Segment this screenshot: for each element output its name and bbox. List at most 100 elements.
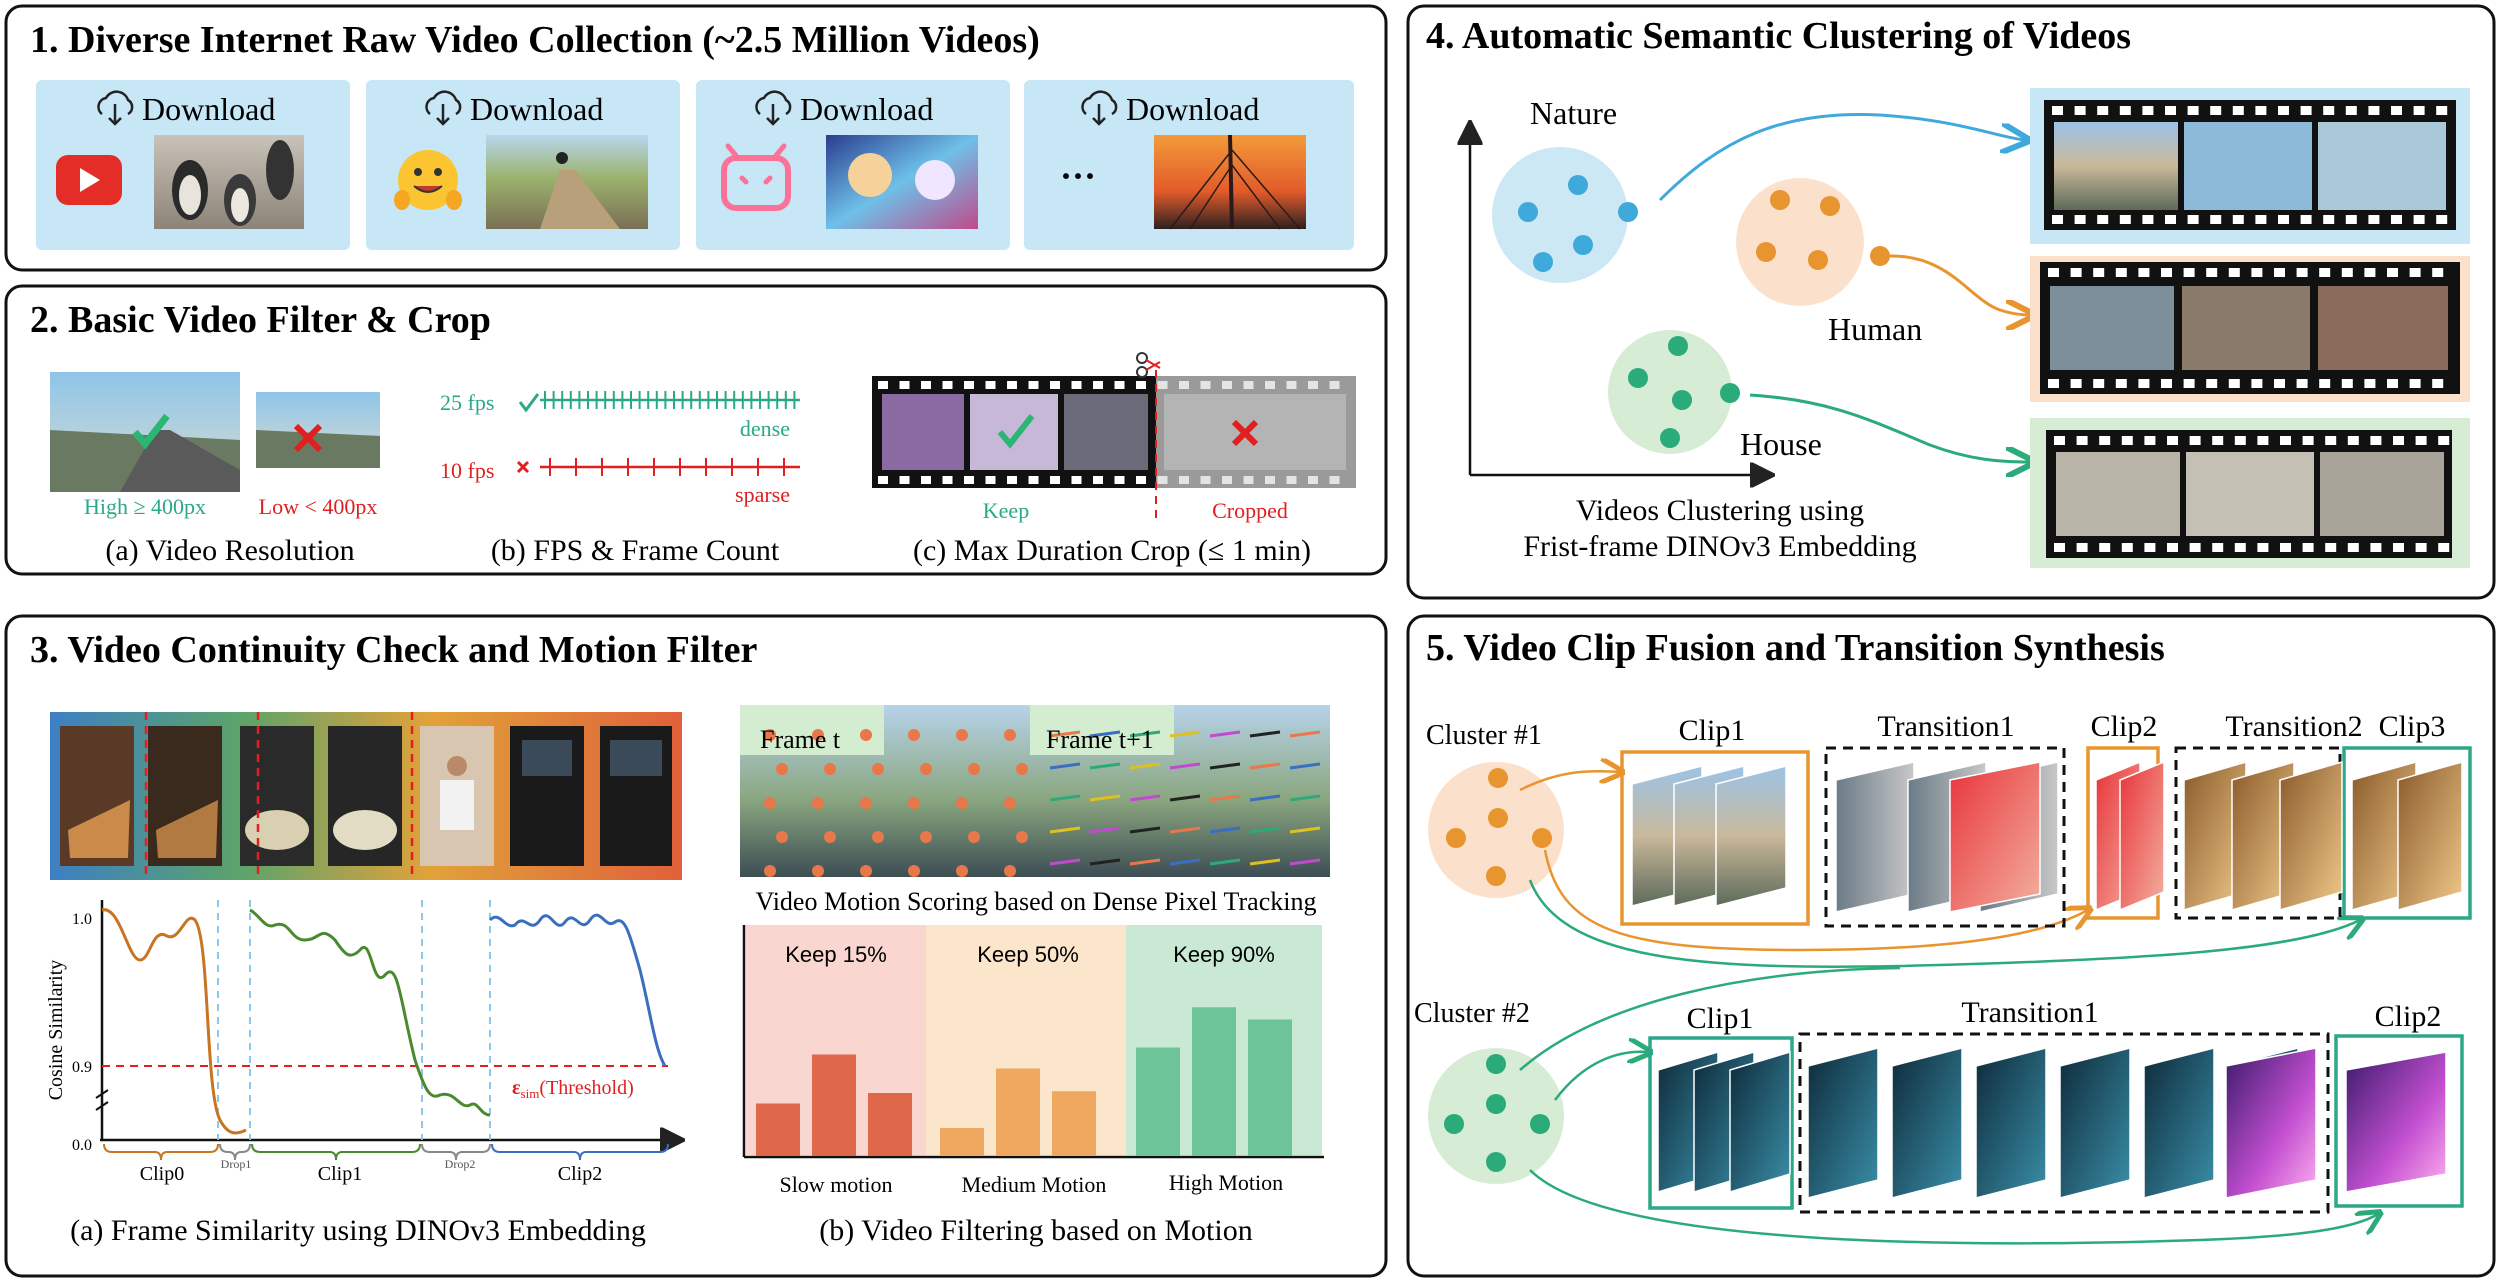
download-icon bbox=[755, 90, 792, 126]
panel-3-continuity-motion: 3. Video Continuity Check and Motion Fil… bbox=[4, 614, 1388, 1278]
video-frame bbox=[1807, 1047, 1879, 1199]
tracking-point bbox=[824, 763, 836, 775]
film-hole bbox=[2345, 215, 2357, 224]
film-hole bbox=[1136, 476, 1146, 484]
film-hole bbox=[2070, 268, 2082, 277]
download-icon bbox=[1081, 90, 1118, 126]
film-hole bbox=[921, 381, 931, 389]
tracking-point bbox=[956, 729, 968, 741]
ellipsis-text: ··· bbox=[1060, 156, 1096, 196]
motion-bar bbox=[1052, 1091, 1096, 1156]
source-card-huggingface: Download bbox=[366, 80, 680, 250]
film-hole bbox=[2115, 268, 2127, 277]
film-hole bbox=[2093, 268, 2105, 277]
film-hole bbox=[2234, 436, 2246, 445]
scissors-icon bbox=[1136, 352, 1161, 378]
clip2-curve bbox=[488, 913, 667, 1067]
panel-5-title: 5. Video Clip Fusion and Transition Synt… bbox=[1426, 627, 2165, 669]
film-hole bbox=[2409, 379, 2421, 388]
film-hole bbox=[2076, 436, 2088, 445]
human-label: Human bbox=[1828, 311, 1922, 347]
motion-bar bbox=[1192, 1007, 1236, 1156]
motion-vector bbox=[1169, 826, 1201, 834]
film-hole bbox=[942, 476, 953, 484]
c1-transition1-box bbox=[1824, 746, 2066, 928]
film-hole bbox=[2165, 215, 2176, 224]
film-hole bbox=[2409, 268, 2421, 277]
motion-vector bbox=[1289, 858, 1321, 866]
film-hole bbox=[2138, 268, 2150, 277]
nature-label: Nature bbox=[1530, 95, 1617, 131]
film-hole bbox=[2228, 379, 2240, 388]
film-hole bbox=[2296, 379, 2308, 388]
drop1-label: Drop1 bbox=[221, 1157, 252, 1171]
human-points bbox=[1756, 190, 1890, 270]
film-hole bbox=[2210, 106, 2222, 115]
film-hole bbox=[1179, 381, 1189, 389]
film-hole bbox=[2099, 543, 2111, 552]
tracking-point bbox=[860, 797, 872, 809]
cluster-2-points bbox=[1444, 1054, 1550, 1172]
c1-transition1-label: Transition1 bbox=[1877, 710, 2014, 743]
c1-transition2-box bbox=[2174, 746, 2342, 920]
film-hole bbox=[2274, 268, 2285, 277]
motion-vector bbox=[1289, 794, 1321, 802]
film-hole bbox=[2210, 215, 2222, 224]
motion-vector bbox=[1089, 762, 1121, 770]
panel-1-title: 1. Diverse Internet Raw Video Collection… bbox=[30, 19, 1040, 61]
clip1-curve bbox=[249, 908, 491, 1117]
film-hole bbox=[2138, 379, 2150, 388]
film-hole bbox=[2054, 543, 2065, 552]
film-hole bbox=[2280, 543, 2291, 552]
motion-vector bbox=[1169, 762, 1201, 770]
film-hole bbox=[1265, 476, 1275, 484]
fps-25-label: 25 fps bbox=[440, 390, 494, 415]
nature-points bbox=[1518, 175, 1638, 272]
download-label: Download bbox=[1126, 91, 1259, 127]
tracking-point bbox=[872, 831, 884, 843]
tracking-point bbox=[920, 831, 932, 843]
c2-transition1-box bbox=[1798, 1032, 2330, 1214]
film-hole bbox=[2341, 379, 2353, 388]
motion-vector bbox=[1129, 762, 1161, 770]
tracking-point bbox=[764, 797, 776, 809]
film-hole bbox=[1286, 381, 1297, 389]
video-frame bbox=[2225, 1047, 2317, 1199]
tracking-point bbox=[1004, 729, 1016, 741]
frame-t1-label: Frame t+1 bbox=[1046, 725, 1154, 754]
film-hole bbox=[2257, 436, 2269, 445]
huggingface-icon bbox=[394, 150, 462, 210]
frame-strip bbox=[50, 712, 682, 880]
low-res-label: Low < 400px bbox=[259, 494, 378, 519]
source-card-more: Download ··· bbox=[1024, 80, 1354, 250]
anime-thumbnail bbox=[826, 135, 978, 229]
clip0-curve bbox=[101, 908, 247, 1135]
caption-frame-similarity: (a) Frame Similarity using DINOv3 Embedd… bbox=[70, 1214, 646, 1247]
caption-fps: (b) FPS & Frame Count bbox=[491, 534, 780, 567]
film-hole bbox=[921, 476, 931, 484]
panel-2-filter-crop: 2. Basic Video Filter & Crop High ≥ 400p… bbox=[4, 284, 1388, 576]
tracking-point bbox=[968, 763, 980, 775]
drop2-label: Drop2 bbox=[445, 1157, 476, 1171]
motion-vector bbox=[1049, 762, 1081, 770]
threshold-label: εsim(Threshold) bbox=[512, 1077, 634, 1101]
film-hole bbox=[2099, 436, 2111, 445]
video-frame bbox=[1891, 1047, 1963, 1199]
film-hole bbox=[2161, 268, 2172, 277]
keep-15-label: Keep 15% bbox=[785, 942, 887, 967]
film-hole bbox=[2296, 268, 2308, 277]
film-hole bbox=[878, 476, 888, 484]
film-hole bbox=[2189, 436, 2201, 445]
film-hole bbox=[2415, 543, 2427, 552]
similarity-chart: 1.0 0.9 0.0 Cosine Similarity εsim(Thres… bbox=[45, 712, 680, 1185]
film-hole bbox=[964, 381, 974, 389]
film-hole bbox=[1007, 381, 1017, 389]
duration-filmstrip bbox=[872, 352, 1356, 520]
motion-vector bbox=[1089, 826, 1121, 834]
film-hole bbox=[2183, 268, 2195, 277]
film-hole bbox=[2206, 268, 2218, 277]
film-hole bbox=[1179, 476, 1189, 484]
clustering-caption-line1: Videos Clustering using bbox=[1576, 494, 1864, 527]
motion-bar bbox=[812, 1054, 856, 1156]
film-hole bbox=[2391, 106, 2402, 115]
